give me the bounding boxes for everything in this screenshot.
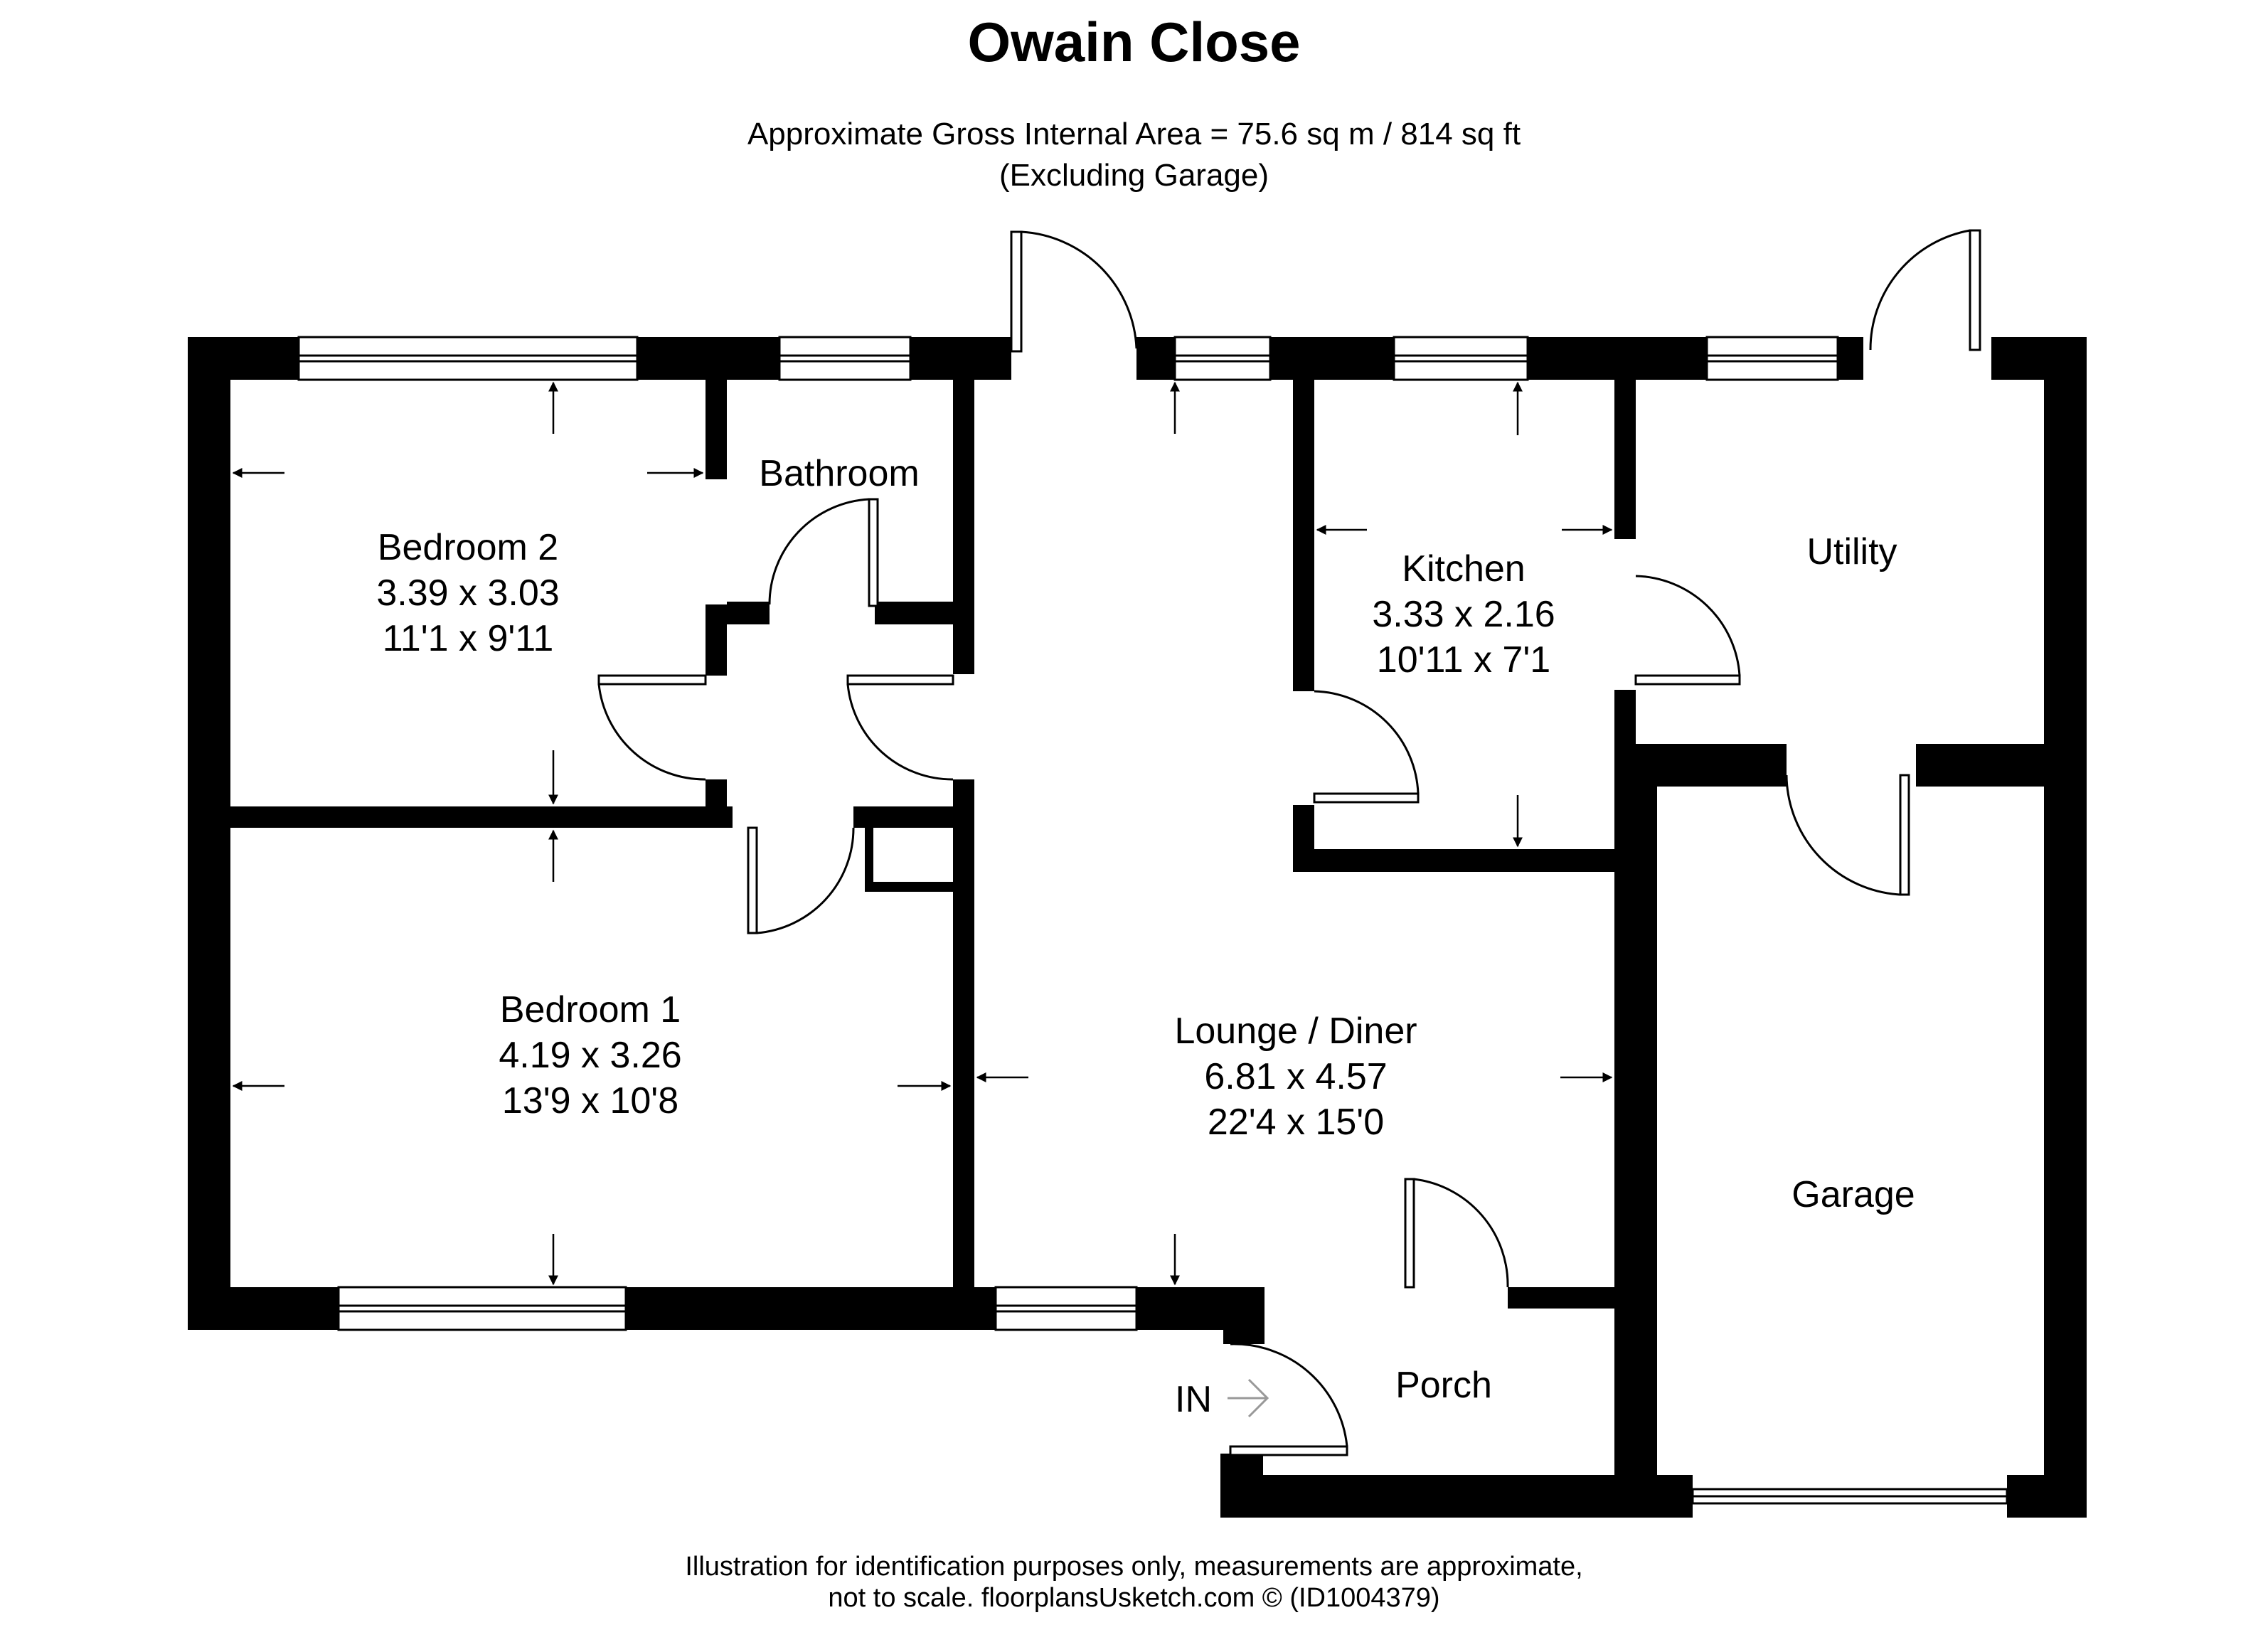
door-porch-inner — [1404, 1178, 1509, 1289]
wall — [1136, 337, 1175, 380]
wall — [1614, 380, 1636, 539]
wall — [910, 337, 1011, 380]
wall — [706, 604, 727, 676]
wall — [230, 806, 733, 828]
room-name: Utility — [1806, 531, 1897, 572]
wall — [1220, 1475, 1693, 1518]
room-metric: 6.81 x 4.57 — [1204, 1056, 1388, 1097]
wall — [953, 602, 974, 674]
room-imperial: 13'9 x 10'8 — [501, 1080, 679, 1121]
window — [778, 336, 912, 381]
window — [994, 1286, 1138, 1331]
area-line-2: (Excluding Garage) — [999, 158, 1269, 193]
window — [1393, 336, 1529, 381]
door-bedroom2 — [597, 674, 707, 781]
wall — [1293, 380, 1314, 691]
room-label-kitchen: Kitchen 3.33 x 2.16 10'11 x 7'1 — [1372, 546, 1555, 683]
wall — [1220, 1454, 1263, 1518]
wall — [188, 1287, 339, 1330]
wall — [727, 602, 770, 624]
walls — [188, 337, 2087, 1518]
room-imperial: 11'1 x 9'11 — [382, 618, 554, 659]
wall — [953, 380, 974, 624]
wall — [2044, 337, 2087, 806]
room-label-bathroom: Bathroom — [759, 451, 919, 496]
room-label-utility: Utility — [1806, 529, 1897, 575]
wall — [865, 828, 873, 890]
room-imperial: 22'4 x 15'0 — [1207, 1102, 1385, 1143]
footer-line-1: Illustration for identification purposes… — [685, 1552, 1583, 1582]
room-metric: 3.39 x 3.03 — [376, 572, 560, 614]
room-name: Kitchen — [1402, 548, 1526, 590]
wall — [706, 380, 727, 479]
room-metric: 4.19 x 3.26 — [499, 1035, 682, 1076]
wall — [853, 806, 974, 828]
window — [1173, 336, 1272, 381]
door-lounge-hall — [846, 674, 954, 781]
window — [297, 336, 639, 381]
room-name: Bedroom 2 — [377, 527, 559, 568]
wall — [706, 779, 727, 828]
wall — [875, 602, 956, 624]
room-label-bedroom2: Bedroom 2 3.39 x 3.03 11'1 x 9'11 — [376, 525, 559, 661]
door-utility-external — [1869, 229, 1981, 351]
wall — [626, 1287, 996, 1330]
wall — [865, 882, 974, 892]
wall — [637, 337, 779, 380]
room-label-porch: Porch — [1395, 1363, 1492, 1408]
garage-door — [1691, 1488, 2008, 1505]
room-name: Bedroom 1 — [499, 989, 681, 1030]
wall — [1636, 744, 1787, 787]
wall — [2044, 744, 2087, 1518]
door-bathroom — [768, 498, 879, 607]
page-title: Owain Close — [967, 11, 1301, 73]
wall — [2007, 1475, 2087, 1518]
room-label-bedroom1: Bedroom 1 4.19 x 3.26 13'9 x 10'8 — [499, 987, 681, 1124]
room-name: Porch — [1395, 1365, 1492, 1406]
wall — [953, 779, 974, 1330]
windows — [297, 336, 2008, 1505]
window — [337, 1286, 627, 1331]
room-label-garage: Garage — [1791, 1172, 1915, 1217]
room-label-lounge: Lounge / Diner 6.81 x 4.57 22'4 x 15'0 — [1174, 1008, 1417, 1145]
doors — [597, 229, 1981, 1456]
entrance-arrow-icon — [1228, 1378, 1269, 1418]
door-main — [1010, 230, 1138, 353]
door-bedroom1 — [747, 826, 855, 934]
footer-line-2: not to scale. floorplansUsketch.com © (I… — [828, 1583, 1440, 1613]
wall — [1528, 337, 1707, 380]
door-porch-front — [1229, 1343, 1348, 1456]
room-metric: 3.33 x 2.16 — [1372, 594, 1555, 635]
room-name: Bathroom — [759, 453, 920, 494]
wall — [1293, 849, 1657, 872]
room-name: Garage — [1791, 1174, 1915, 1215]
area-line-1: Approximate Gross Internal Area = 75.6 s… — [747, 117, 1521, 151]
wall — [1223, 1309, 1265, 1344]
room-name: Lounge / Diner — [1174, 1011, 1417, 1052]
wall — [1270, 337, 1394, 380]
room-imperial: 10'11 x 7'1 — [1376, 639, 1551, 681]
entrance-label: IN — [1175, 1379, 1212, 1420]
dimension-arrows — [232, 381, 1613, 1286]
window — [1705, 336, 1839, 381]
door-kitchen — [1313, 690, 1420, 804]
door-utility-kitchen — [1634, 575, 1741, 686]
wall — [188, 337, 230, 1330]
door-garage — [1785, 774, 1910, 896]
wall — [1838, 337, 1863, 380]
